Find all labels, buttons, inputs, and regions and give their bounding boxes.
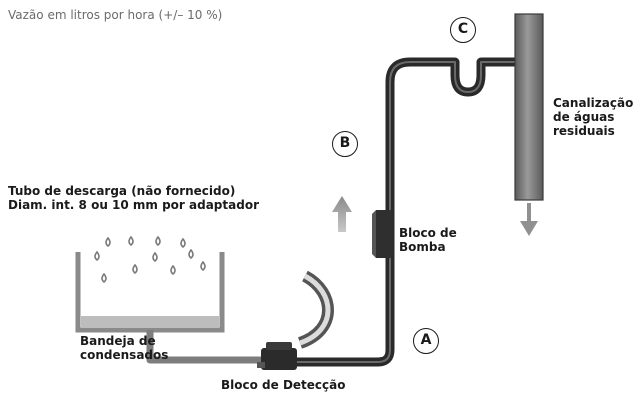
water-drops	[94, 235, 206, 284]
pump-label-line-1: Bloco de	[399, 226, 457, 240]
drain-label-line-3: residuais	[553, 124, 615, 138]
drain-label-line-2: de águas	[553, 110, 615, 124]
flexible-hose	[297, 270, 334, 349]
drain-label: Canalização de águas residuais	[553, 96, 633, 138]
condensate-tray	[75, 252, 262, 364]
tray-label: Bandeja de condensados	[80, 334, 168, 362]
tray-label-line-2: condensados	[80, 348, 169, 362]
pump-label-line-2: Bomba	[399, 240, 446, 254]
tray-label-line-1: Bandeja de	[80, 334, 156, 348]
flow-rate-note: Vazão em litros por hora (+/– 10 %)	[8, 8, 223, 22]
drain-pipe	[514, 13, 544, 236]
marker-c: C	[450, 17, 476, 43]
detection-block-label: Bloco de Detecção	[221, 378, 346, 392]
flow-arrow-up	[332, 196, 352, 232]
discharge-pipe	[290, 57, 523, 367]
pump-block-label: Bloco de Bomba	[399, 226, 457, 254]
drain-label-line-1: Canalização	[553, 96, 634, 110]
discharge-tube-line-2: Diam. int. 8 ou 10 mm por adaptador	[8, 198, 259, 212]
marker-b: B	[332, 131, 358, 157]
discharge-tube-label: Tubo de descarga (não fornecido) Diam. i…	[8, 184, 259, 212]
detection-block	[257, 342, 297, 370]
discharge-tube-line-1: Tubo de descarga (não fornecido)	[8, 184, 236, 198]
pump-block	[372, 210, 393, 258]
marker-a: A	[413, 328, 439, 354]
